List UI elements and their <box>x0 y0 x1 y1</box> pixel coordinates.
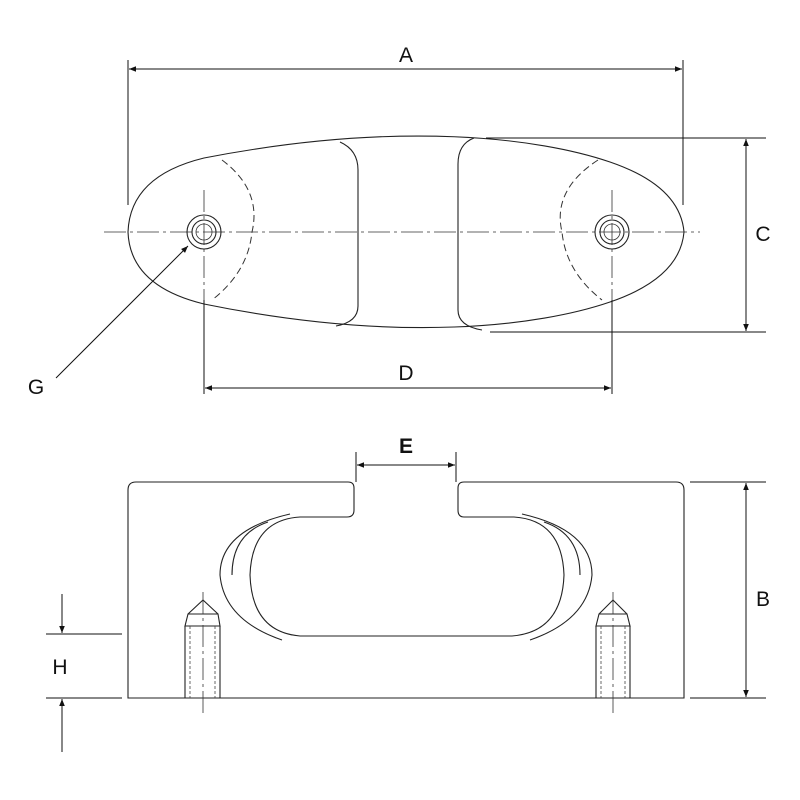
label-e: E <box>399 435 413 458</box>
top-view: A C D G <box>28 44 771 399</box>
right-relief-arc-inner <box>543 521 581 576</box>
left-relief-arc-outer <box>219 513 291 641</box>
dimension-c: C <box>486 137 771 333</box>
cleat-outline-top <box>127 135 685 329</box>
left-bolt-hole <box>186 214 222 250</box>
right-horn-edge <box>457 137 483 331</box>
left-relief-arc-inner <box>231 521 269 576</box>
left-hidden-arc <box>211 159 255 301</box>
label-d: D <box>398 362 413 385</box>
left-stud <box>184 592 221 716</box>
leader-g: G <box>28 245 189 399</box>
dimension-d: D <box>203 300 613 394</box>
right-bolt-hole <box>594 214 630 250</box>
dimension-h: H <box>46 594 122 752</box>
dimension-e: E <box>355 435 457 482</box>
right-relief-arc-outer <box>521 513 593 641</box>
cleat-outline-side <box>127 481 685 699</box>
right-stud <box>595 592 631 716</box>
label-c: C <box>755 223 770 246</box>
side-view: E B H <box>46 435 770 752</box>
dimension-a: A <box>127 44 684 205</box>
dimension-b: B <box>690 481 770 699</box>
right-hidden-arc <box>559 159 603 301</box>
label-a: A <box>399 44 413 67</box>
left-horn-edge <box>335 141 359 327</box>
label-h: H <box>52 656 67 679</box>
label-b: B <box>756 588 770 611</box>
label-g: G <box>28 376 44 399</box>
